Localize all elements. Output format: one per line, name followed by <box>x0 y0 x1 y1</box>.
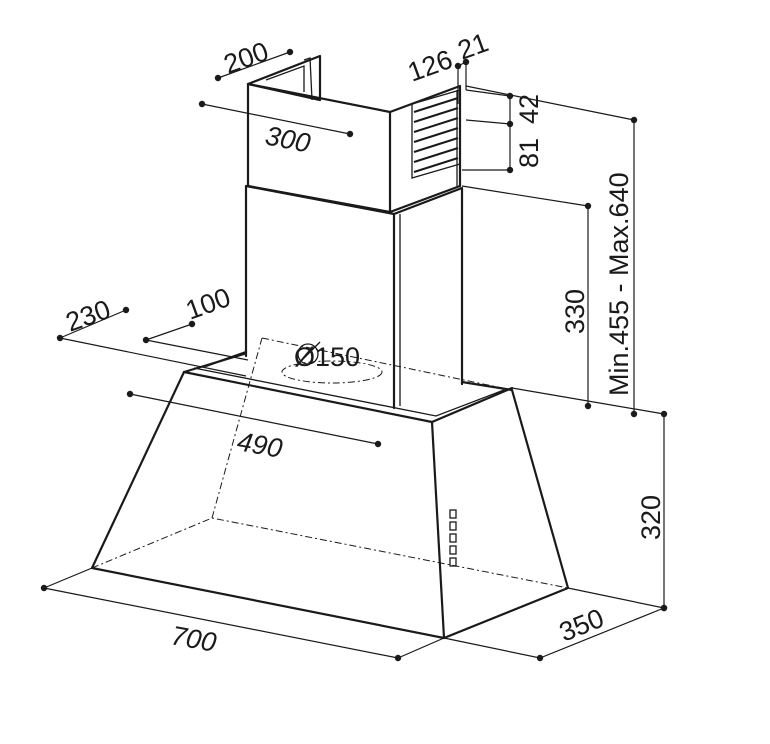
dim-total-height-range: Min.455 - Max.640 <box>604 172 634 396</box>
vent-louvres-icon <box>411 89 461 179</box>
dim-hood-height: 320 <box>636 495 666 540</box>
dim-vent-edge: 21 <box>454 27 492 65</box>
lower-chimney <box>244 184 464 410</box>
dim-chimney-depth: 300 <box>263 120 313 158</box>
dim-vent-height: 81 <box>514 138 544 168</box>
duct-outlet-icon <box>281 341 383 384</box>
dim-duct-offset: 100 <box>182 282 235 326</box>
dim-side-offset: 230 <box>62 294 115 338</box>
control-buttons-icon <box>449 509 457 567</box>
dim-vent-offset: 126 <box>404 44 457 88</box>
dim-chimney-width: 200 <box>220 36 273 80</box>
dim-vent-top: 42 <box>514 94 544 124</box>
dim-duct-diameter: Ø150 <box>294 342 360 372</box>
dim-hood-top-width: 490 <box>235 426 285 463</box>
hood-canopy <box>90 337 570 640</box>
dimension-lines <box>40 48 668 662</box>
dim-hood-width: 700 <box>169 620 219 657</box>
dim-hood-depth: 350 <box>555 603 608 648</box>
dim-chimney-lower-height: 330 <box>560 289 590 334</box>
